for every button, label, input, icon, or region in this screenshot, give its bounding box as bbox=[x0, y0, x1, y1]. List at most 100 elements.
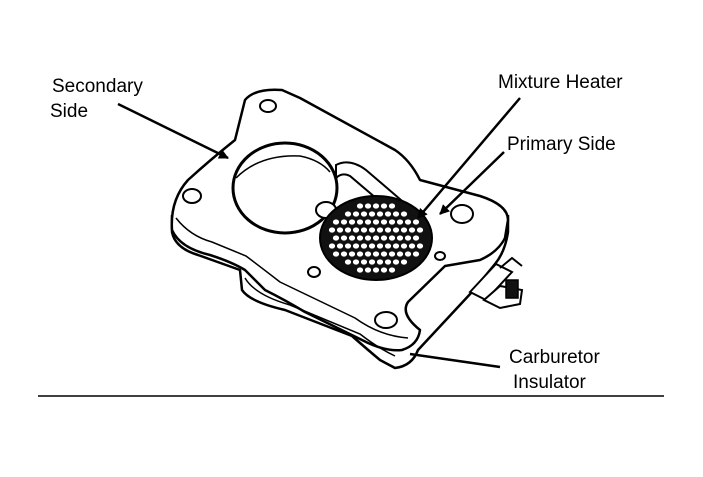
bolt-hole-top bbox=[259, 99, 277, 113]
heater-cell bbox=[364, 251, 372, 257]
heater-cell bbox=[356, 219, 364, 225]
heater-cell bbox=[380, 251, 388, 257]
heater-cell bbox=[396, 235, 404, 241]
label-carburetor-insulator-line2: Insulator bbox=[513, 372, 586, 393]
insulator-edge-line-lower bbox=[244, 277, 396, 357]
heater-cell bbox=[356, 235, 364, 241]
heater-cell bbox=[380, 235, 388, 241]
heater-cell bbox=[392, 211, 400, 217]
heater-cell bbox=[392, 259, 400, 265]
heater-cell bbox=[380, 203, 388, 209]
heater-cell bbox=[412, 219, 420, 225]
heater-cell bbox=[400, 211, 408, 217]
heater-cell bbox=[348, 219, 356, 225]
leader-mixture-heater bbox=[417, 97, 521, 219]
heater-cell bbox=[412, 235, 420, 241]
secondary-bore-inner-shadow bbox=[235, 155, 331, 179]
heater-cell bbox=[400, 243, 408, 249]
insulator-edge-line bbox=[175, 217, 409, 339]
heater-cell bbox=[352, 259, 360, 265]
heater-cell bbox=[416, 243, 424, 249]
heater-cell bbox=[344, 243, 352, 249]
heater-cell bbox=[340, 235, 348, 241]
heater-cell bbox=[388, 203, 396, 209]
heater-cell bbox=[344, 211, 352, 217]
heater-cell bbox=[404, 235, 412, 241]
label-secondary-side-line1: Secondary bbox=[52, 76, 143, 97]
heater-cell bbox=[384, 259, 392, 265]
heater-cell bbox=[368, 243, 376, 249]
heater-cell bbox=[412, 251, 420, 257]
heater-cell bbox=[408, 243, 416, 249]
heater-cell bbox=[344, 259, 352, 265]
heater-cell bbox=[376, 211, 384, 217]
heater-cell bbox=[400, 259, 408, 265]
heater-cell bbox=[364, 219, 372, 225]
leader-secondary-side bbox=[117, 102, 229, 160]
heater-cell bbox=[396, 219, 404, 225]
leader-carburetor-insulator bbox=[409, 352, 501, 369]
bolt-hole-right bbox=[450, 204, 474, 224]
heater-cell bbox=[388, 235, 396, 241]
heater-cell bbox=[360, 259, 368, 265]
heater-cell bbox=[384, 227, 392, 233]
heater-cell bbox=[416, 227, 424, 233]
heater-cell bbox=[336, 227, 344, 233]
label-carburetor-insulator-line1: Carburetor bbox=[509, 347, 600, 368]
heater-cell bbox=[392, 243, 400, 249]
heater-cell bbox=[372, 219, 380, 225]
heater-cell bbox=[332, 235, 340, 241]
heater-cell bbox=[356, 203, 364, 209]
heater-cell bbox=[368, 211, 376, 217]
heater-cell bbox=[344, 227, 352, 233]
heater-cell bbox=[340, 219, 348, 225]
heater-cell bbox=[360, 227, 368, 233]
heater-cell bbox=[380, 267, 388, 273]
heater-cell bbox=[336, 243, 344, 249]
heater-cell bbox=[384, 211, 392, 217]
heater-cell bbox=[372, 267, 380, 273]
heater-cell bbox=[372, 251, 380, 257]
heater-cell bbox=[360, 243, 368, 249]
heater-cell bbox=[360, 211, 368, 217]
label-mixture-heater: Mixture Heater bbox=[498, 72, 623, 93]
heater-cell bbox=[404, 251, 412, 257]
heater-cell bbox=[328, 243, 336, 249]
heater-cell bbox=[404, 219, 412, 225]
heater-cell bbox=[388, 219, 396, 225]
label-secondary-side-line2: Side bbox=[50, 101, 89, 122]
heater-cell bbox=[380, 219, 388, 225]
heater-cell bbox=[368, 259, 376, 265]
heater-cell bbox=[376, 243, 384, 249]
heater-cell bbox=[376, 227, 384, 233]
bolt-hole-left bbox=[182, 188, 202, 204]
heater-cell bbox=[352, 227, 360, 233]
heater-cell bbox=[328, 227, 336, 233]
heater-cell bbox=[332, 219, 340, 225]
heater-cell bbox=[356, 267, 364, 273]
heater-cell bbox=[356, 251, 364, 257]
label-primary-side: Primary Side bbox=[507, 134, 616, 155]
heater-cell bbox=[408, 227, 416, 233]
heater-cell bbox=[388, 251, 396, 257]
heater-cell bbox=[364, 203, 372, 209]
small-hole-right bbox=[434, 251, 446, 261]
heater-cell bbox=[376, 259, 384, 265]
bolt-hole-bottom bbox=[374, 311, 398, 329]
heater-cell bbox=[364, 235, 372, 241]
mixture-heater-cells bbox=[328, 203, 424, 273]
heater-cell bbox=[396, 251, 404, 257]
heater-cell bbox=[340, 251, 348, 257]
heater-cell bbox=[372, 203, 380, 209]
heater-cell bbox=[368, 227, 376, 233]
leader-primary-side bbox=[439, 151, 505, 215]
heater-cell bbox=[388, 267, 396, 273]
heater-cell bbox=[352, 243, 360, 249]
heater-cell bbox=[352, 211, 360, 217]
heater-cell bbox=[364, 267, 372, 273]
heater-cell bbox=[348, 235, 356, 241]
heater-cell bbox=[348, 251, 356, 257]
heater-connector bbox=[468, 256, 524, 310]
